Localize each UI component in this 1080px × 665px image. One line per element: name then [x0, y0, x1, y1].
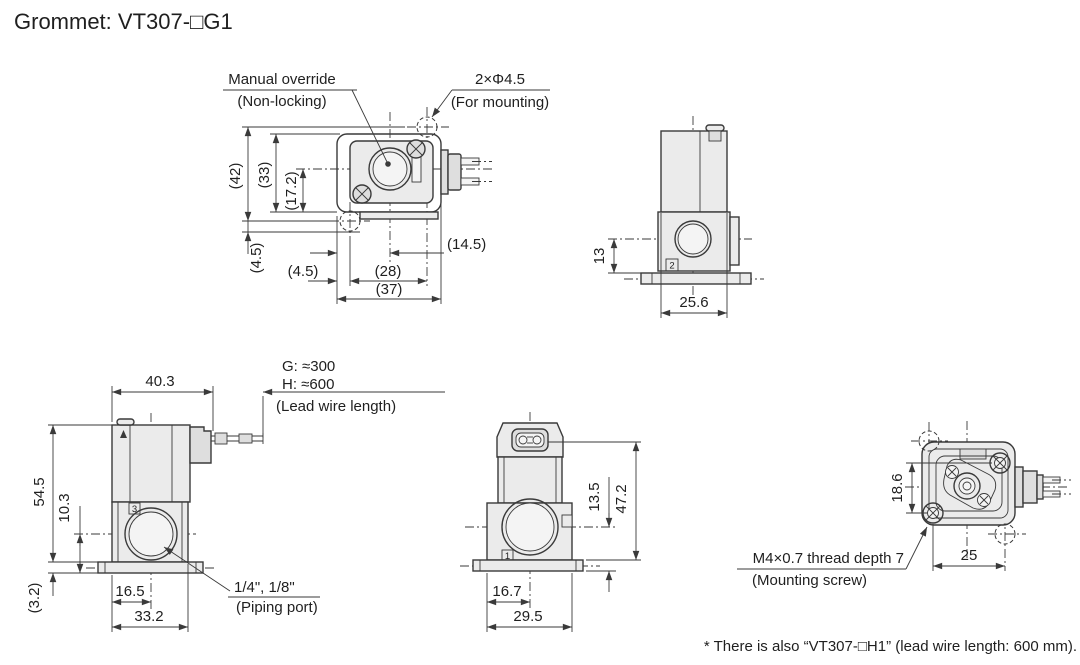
label-mounting: 2×Φ4.5	[475, 71, 525, 88]
dim-4-5-bottom: (4.5)	[288, 263, 319, 280]
extension-lines	[608, 213, 728, 318]
dim-18-6: 18.6	[889, 473, 906, 502]
mounting-hole-dashed	[416, 116, 438, 138]
dim-33-2: 33.2	[134, 608, 163, 625]
callout-lead-wire: G: ≈300 H: ≈600 (Lead wire length)	[263, 358, 445, 415]
wire-pin	[518, 435, 528, 445]
view-side: 2 13 25.6	[591, 116, 764, 318]
valve-body-side: 2	[640, 124, 752, 285]
view-front-left: 3 G: ≈300 H: ≈600 (Lead wire length) 1/4…	[26, 358, 445, 632]
label-mounting-screw-spec: M4×0.7 thread depth 7	[753, 550, 904, 567]
dim-54-5: 54.5	[31, 477, 48, 506]
base-flange	[97, 561, 204, 574]
callout-piping-port: 1/4", 1/8" (Piping port)	[163, 546, 320, 616]
label-lead-wire-length: (Lead wire length)	[276, 398, 396, 415]
port-circle	[501, 498, 559, 556]
gasket-plate	[935, 455, 1003, 512]
mounting-hole-dashed	[339, 210, 361, 232]
wire-pin	[532, 435, 542, 445]
dim-13: 13	[591, 248, 608, 265]
indicator-slot	[411, 156, 422, 183]
label-mounting-screw: (Mounting screw)	[752, 572, 867, 589]
dimensions: 40.3 54.5 10.3 (3.2) 16.5 33.2	[26, 373, 213, 631]
label-piping-port-size: 1/4", 1/8"	[234, 579, 295, 596]
base-flange	[640, 272, 752, 285]
callout-mounting-holes: 2×Φ4.5 (For mounting)	[431, 71, 550, 118]
dim-17-2: (17.2)	[283, 171, 300, 210]
dim-16-5: 16.5	[115, 583, 144, 600]
dim-29-5: 29.5	[513, 608, 542, 625]
dimensions: 13 25.6	[591, 239, 727, 317]
dim-16-7: 16.7	[492, 583, 521, 600]
footnote: * There is also “VT307-□H1” (lead wire l…	[704, 638, 1077, 655]
valve-body-top	[336, 116, 492, 232]
dim-10-3: 10.3	[56, 493, 73, 522]
valve-body-front: 1	[472, 422, 584, 572]
label-wire-h: H: ≈600	[282, 376, 334, 393]
view-bottom: 18.6 25 M4×0.7 thread depth 7 (Mounting …	[737, 421, 1071, 589]
base-flange	[472, 559, 584, 572]
gasket-hole	[977, 493, 991, 507]
dim-25-6: 25.6	[679, 294, 708, 311]
dimensions: 47.2 13.5 16.7 29.5	[487, 442, 640, 631]
view-front: 1 47.2 13.5 16.7 29.5	[460, 412, 641, 632]
mounting-screw-icon	[989, 452, 1011, 474]
dim-47-2: 47.2	[613, 484, 630, 513]
dim-25: 25	[961, 547, 978, 564]
dim-37: (37)	[376, 281, 403, 298]
screw-icon	[352, 184, 372, 204]
callout-manual-override: Manual override (Non-locking)	[223, 71, 391, 167]
callout-mounting-screw: M4×0.7 thread depth 7 (Mounting screw)	[737, 526, 928, 589]
manual-override-button	[705, 124, 725, 132]
coil-body	[660, 130, 728, 213]
grommet-connector	[440, 149, 492, 195]
leader-dot	[385, 161, 391, 167]
dim-13-5: 13.5	[586, 482, 603, 511]
dimensions: (42) (33) (17.2) (4.5) (14.5) (4.5) (28)…	[227, 127, 486, 303]
page-title: Grommet: VT307-□G1	[14, 9, 233, 34]
manual-override-button	[116, 418, 135, 426]
lead-wire	[211, 432, 264, 445]
grommet-housing	[189, 426, 212, 464]
port-number-box	[665, 258, 679, 272]
label-piping-port: (Piping port)	[236, 599, 318, 616]
dim-42: (42)	[227, 163, 244, 190]
override-arrow-mark	[120, 430, 127, 438]
port-number: 2	[669, 261, 674, 272]
label-non-locking: (Non-locking)	[237, 93, 326, 110]
port-number: 3	[132, 504, 137, 515]
label-manual-override: Manual override	[228, 71, 336, 88]
coil-body	[497, 456, 563, 504]
grommet-connector	[1014, 466, 1071, 508]
dimensions: 18.6 25	[889, 463, 1005, 570]
extension-lines	[48, 386, 264, 632]
label-wire-g: G: ≈300	[282, 358, 335, 375]
screw-icon	[406, 139, 426, 159]
mounting-hole-dashed	[994, 523, 1016, 545]
gasket-hole	[945, 465, 959, 479]
port-circle	[124, 507, 178, 561]
label-for-mounting: (For mounting)	[451, 94, 549, 111]
dim-3-2: (3.2)	[26, 583, 43, 614]
dim-33: (33)	[256, 162, 273, 189]
valve-body-bottom	[918, 430, 1071, 545]
manual-override-button	[368, 147, 412, 191]
pilot-port	[953, 472, 981, 500]
dim-14-5: (14.5)	[447, 236, 486, 253]
dim-40-3: 40.3	[145, 373, 174, 390]
dim-4-5-left: (4.5)	[248, 243, 265, 274]
port-number: 1	[505, 551, 510, 562]
dim-28: (28)	[375, 263, 402, 280]
port-circle	[674, 220, 712, 258]
extension-lines	[242, 126, 442, 304]
mounting-hole-dashed	[918, 430, 940, 452]
valve-body-front-left: 3	[97, 418, 264, 574]
view-top: Manual override (Non-locking) 2×Φ4.5 (Fo…	[223, 71, 550, 304]
